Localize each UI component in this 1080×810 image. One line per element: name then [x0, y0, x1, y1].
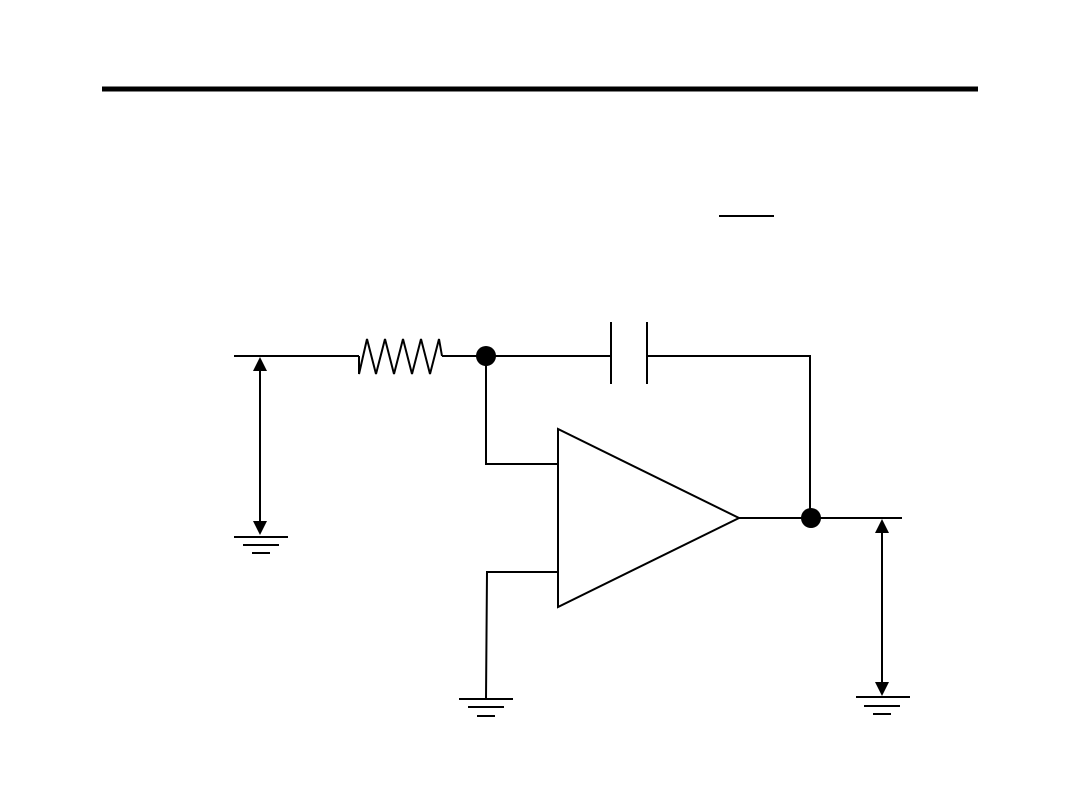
ground-icon-opamp	[459, 698, 513, 717]
ground-icon-input	[234, 536, 288, 554]
ground-icon-output	[856, 696, 910, 715]
op-amp-icon	[557, 427, 742, 609]
output-junction-node	[801, 508, 821, 528]
resistor-icon	[358, 338, 443, 375]
feedback-wire	[647, 355, 811, 518]
inverting-input-wire	[485, 356, 558, 465]
inverting-junction-node	[476, 346, 496, 366]
non-inverting-input-wire	[485, 571, 558, 700]
